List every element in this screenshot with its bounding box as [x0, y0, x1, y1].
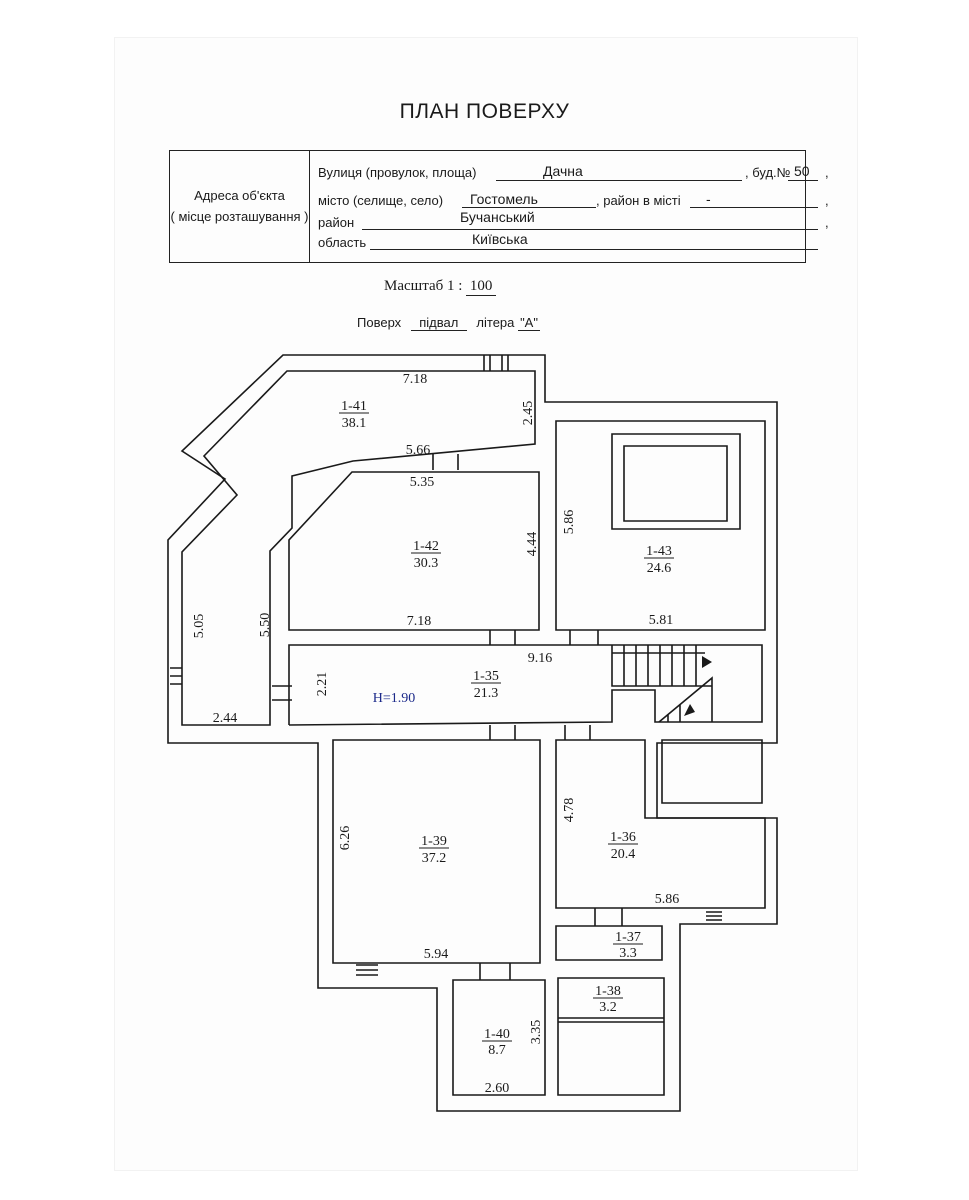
room-id: 1-43: [646, 544, 672, 559]
page-title: ПЛАН ПОВЕРХУ: [399, 100, 570, 123]
building-underline: [788, 180, 818, 181]
room-id: 1-37: [615, 930, 641, 945]
room-labels: 1-41 38.1 1-42 30.3 1-43 24.6 1-35 21.3 …: [339, 399, 674, 1058]
district-comma: ,: [825, 215, 829, 230]
letter-value: "А": [518, 315, 541, 331]
region-label: область: [318, 235, 367, 250]
dimension-label: 5.05: [192, 614, 207, 639]
region-underline: [370, 249, 818, 250]
letter-label: літера: [476, 315, 515, 330]
room-area: 38.1: [342, 416, 367, 431]
dimension-label: 7.18: [403, 372, 428, 387]
city-label: місто (селище, село): [318, 193, 444, 208]
street-value: Дачна: [543, 163, 583, 179]
city-district-underline: [690, 207, 818, 208]
street-label: Вулиця (провулок, площа): [318, 165, 477, 180]
room-area: 37.2: [422, 851, 447, 866]
dimension-label: 5.35: [410, 475, 435, 490]
room-id: 1-42: [413, 539, 439, 554]
dimension-label: 5.50: [258, 613, 273, 638]
room-id: 1-40: [484, 1027, 510, 1042]
scale-value: 100: [466, 278, 497, 296]
dimension-label: 5.86: [562, 510, 577, 535]
city-comma: ,: [825, 193, 829, 208]
address-label-line2: ( місце розташування ): [170, 209, 309, 224]
scale-line: Масштаб 1 : 100: [384, 278, 497, 296]
dimension-label: 4.44: [525, 532, 540, 557]
building-label: , буд.№: [745, 165, 791, 180]
room-area: 21.3: [474, 686, 499, 701]
dimension-labels: 7.18 2.45 5.66 5.35 5.86 4.44 5.05 5.50 …: [192, 372, 679, 1096]
street-underline: [496, 180, 742, 181]
dimension-label: 5.94: [424, 947, 449, 962]
room-area: 8.7: [488, 1043, 506, 1058]
district-label: район: [318, 215, 355, 230]
dimension-label: 9.16: [528, 651, 553, 666]
region-value: Київська: [472, 231, 528, 247]
address-label-cell: Адреса об'єкта ( місце розташування ): [170, 151, 310, 262]
stair-down-arrow-icon: [684, 704, 695, 716]
room-area: 24.6: [647, 561, 672, 576]
room-area: 20.4: [611, 847, 636, 862]
scale-prefix: 1 :: [446, 278, 463, 294]
room-id: 1-41: [341, 399, 367, 414]
street-comma: ,: [825, 165, 829, 180]
district-underline: [362, 229, 818, 230]
floor-value: підвал: [410, 315, 467, 331]
building-value: 50: [794, 163, 810, 179]
room-id: 1-38: [595, 984, 621, 999]
address-fields: Вулиця (провулок, площа) Дачна , буд.№ 5…: [310, 151, 829, 262]
height-mark: H=1.90: [373, 691, 416, 706]
city-value: Гостомель: [470, 191, 538, 207]
district-value: Бучанський: [460, 209, 535, 225]
dimension-label: 6.26: [338, 826, 353, 851]
dimension-label: 2.44: [213, 711, 238, 726]
room-area: 3.2: [599, 1000, 617, 1015]
dimension-label: 7.18: [407, 614, 432, 629]
city-underline: [462, 207, 596, 208]
address-label-line1: Адреса об'єкта: [194, 188, 285, 203]
dimension-label: 5.81: [649, 613, 674, 628]
paper-sheet: [115, 38, 857, 1170]
plan-walls: [167, 354, 778, 1112]
room-area: 30.3: [414, 556, 439, 571]
room-id: 1-39: [421, 834, 447, 849]
dimension-label: 2.60: [485, 1081, 510, 1096]
dimension-label: 3.35: [529, 1020, 544, 1045]
dimension-label: 4.78: [562, 798, 577, 823]
dimension-label: 5.66: [406, 443, 431, 458]
dimension-label: 2.45: [521, 401, 536, 426]
room-area: 3.3: [619, 946, 637, 961]
room-id: 1-35: [473, 669, 499, 684]
dimension-label: 2.21: [315, 672, 330, 697]
city-district-value: -: [706, 191, 711, 207]
city-district-label: , район в місті: [596, 193, 681, 208]
scale-label: Масштаб: [384, 278, 444, 294]
floor-label: Поверх: [357, 315, 402, 330]
room-id: 1-36: [610, 830, 636, 845]
dimension-label: 5.86: [655, 892, 680, 907]
address-table: Адреса об'єкта ( місце розташування ) Ву…: [169, 150, 829, 263]
stair-arrow-icon: [702, 656, 712, 668]
floor-line: Поверх підвал літера "А": [357, 315, 541, 331]
